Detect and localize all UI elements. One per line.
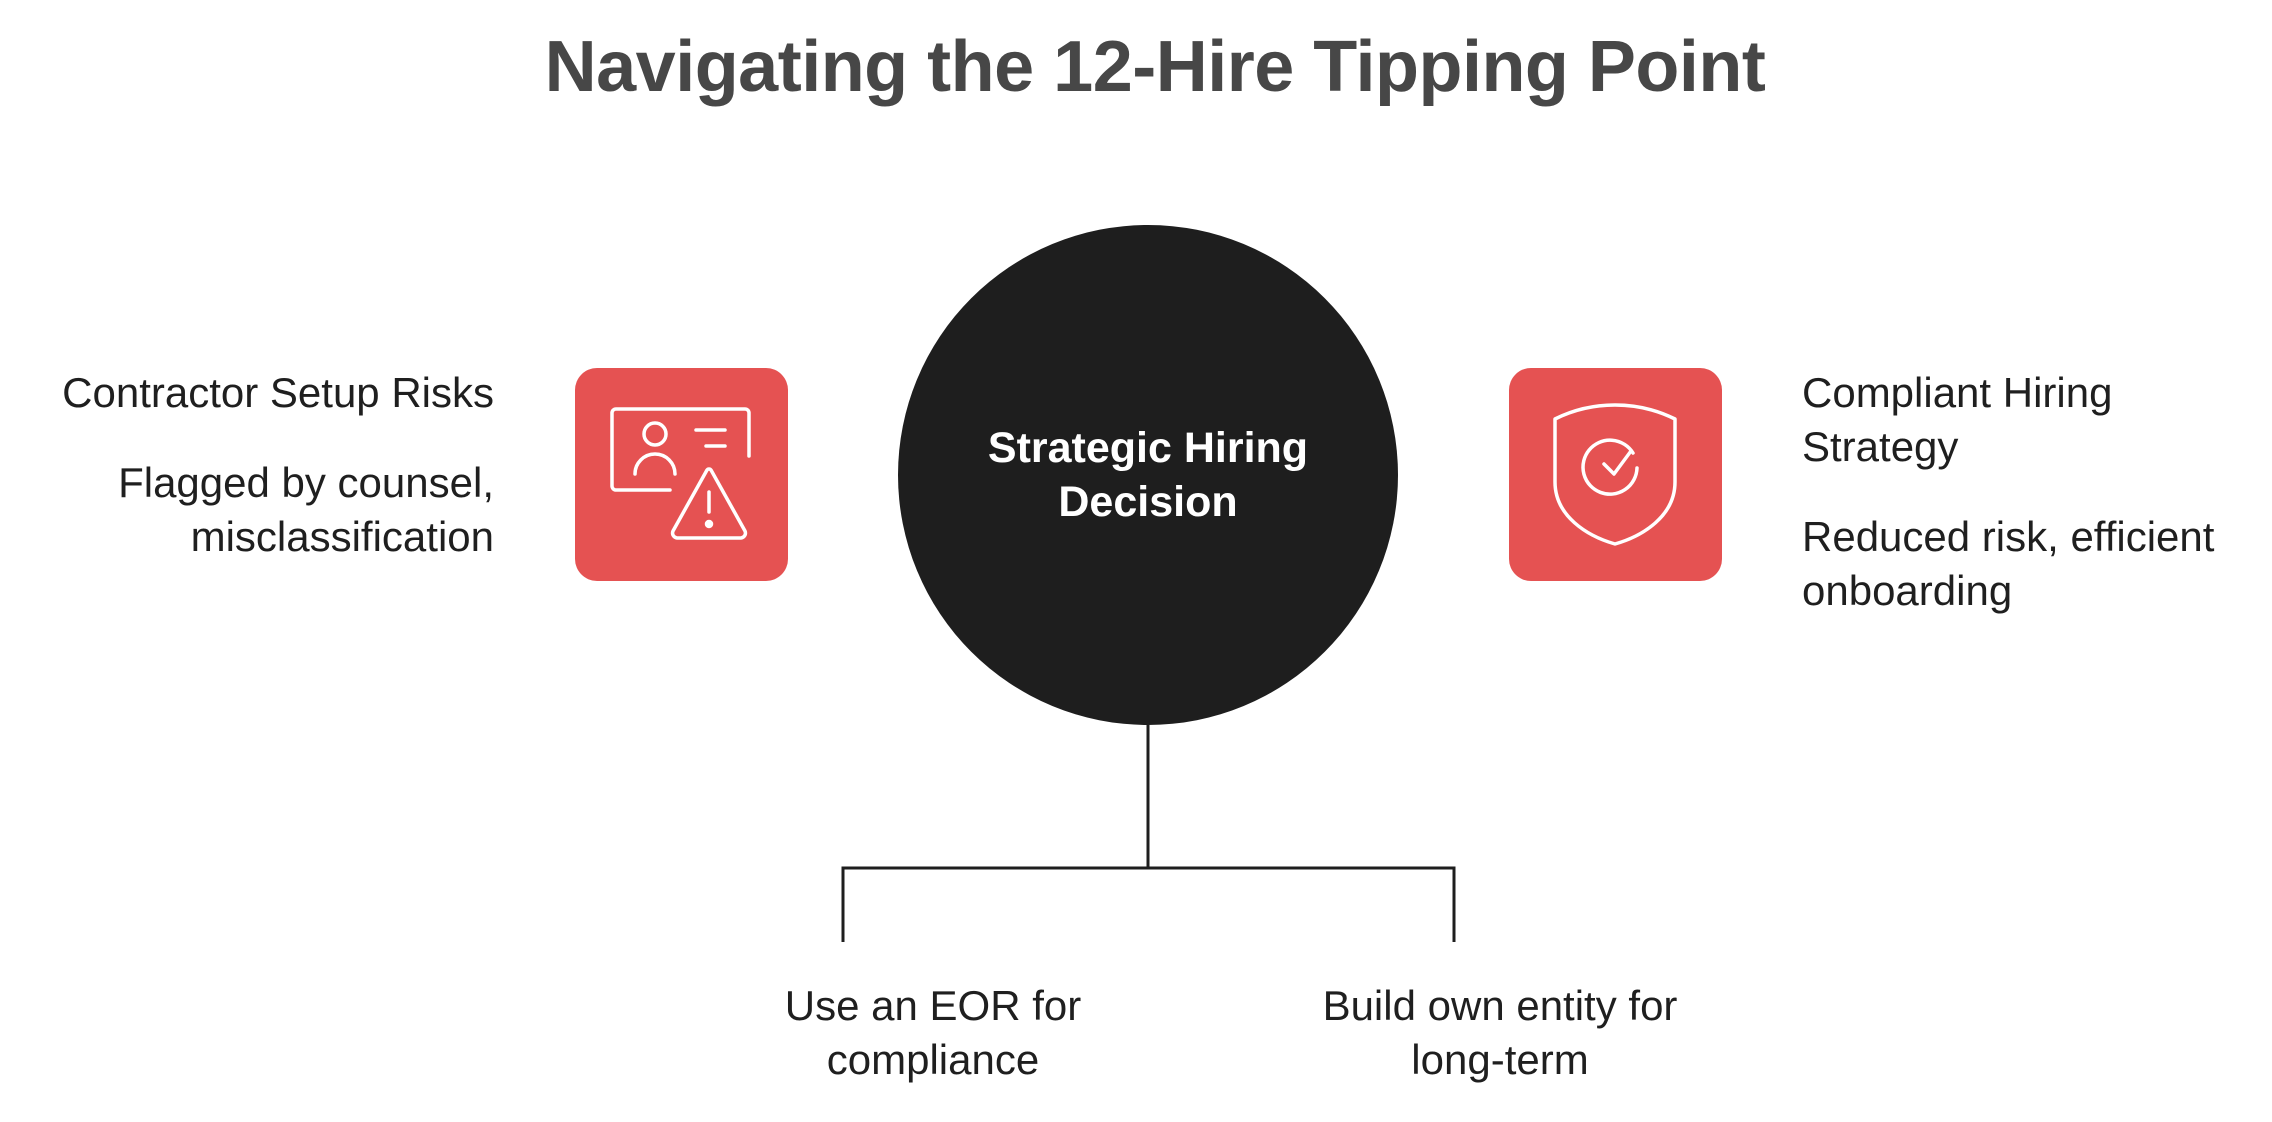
left-description: Flagged by counsel, misclassification: [118, 459, 494, 560]
left-text-block: Contractor Setup Risks Flagged by counse…: [0, 366, 494, 564]
id-card-warning-icon: [575, 368, 788, 581]
branch-label-eor: Use an EOR for compliance: [784, 982, 1082, 1083]
shield-check-icon: [1509, 368, 1722, 581]
diagram-title: Navigating the 12-Hire Tipping Point: [544, 27, 1766, 107]
right-heading: Compliant Hiring Strategy: [1802, 369, 2113, 470]
right-text-block: Compliant Hiring Strategy Reduced risk, …: [1802, 366, 2272, 618]
right-description: Reduced risk, efficient onboarding: [1802, 513, 2215, 614]
left-heading: Contractor Setup Risks: [62, 369, 494, 416]
center-label: Strategic Hiring Decision: [987, 424, 1309, 526]
center-decision-circle: Strategic Hiring Decision: [898, 225, 1398, 725]
branch-label-entity: Build own entity for long-term: [1322, 982, 1678, 1083]
